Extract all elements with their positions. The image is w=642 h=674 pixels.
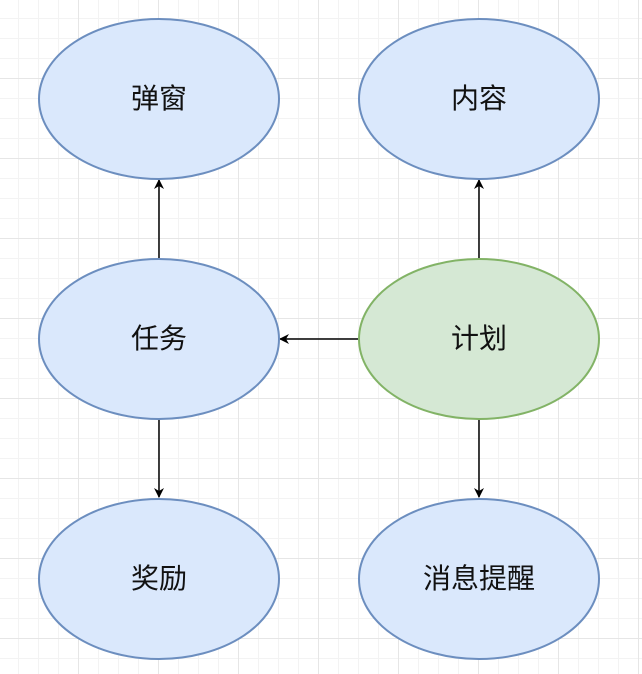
node-plan[interactable]: 计划 bbox=[358, 258, 600, 420]
node-reward-label: 奖励 bbox=[131, 562, 187, 595]
node-task[interactable]: 任务 bbox=[38, 258, 280, 420]
node-popup-label: 弹窗 bbox=[131, 82, 187, 115]
node-notification-label: 消息提醒 bbox=[423, 562, 535, 595]
node-task-label: 任务 bbox=[131, 322, 187, 355]
node-popup[interactable]: 弹窗 bbox=[38, 18, 280, 180]
node-notification-shape bbox=[358, 498, 600, 660]
node-popup-shape bbox=[38, 18, 280, 180]
node-reward[interactable]: 奖励 bbox=[38, 498, 280, 660]
node-content-shape bbox=[358, 18, 600, 180]
node-plan-shape bbox=[358, 258, 600, 420]
node-content-label: 内容 bbox=[451, 82, 507, 115]
node-task-shape bbox=[38, 258, 280, 420]
node-content[interactable]: 内容 bbox=[358, 18, 600, 180]
node-notification[interactable]: 消息提醒 bbox=[358, 498, 600, 660]
node-reward-shape bbox=[38, 498, 280, 660]
node-plan-label: 计划 bbox=[451, 322, 507, 355]
